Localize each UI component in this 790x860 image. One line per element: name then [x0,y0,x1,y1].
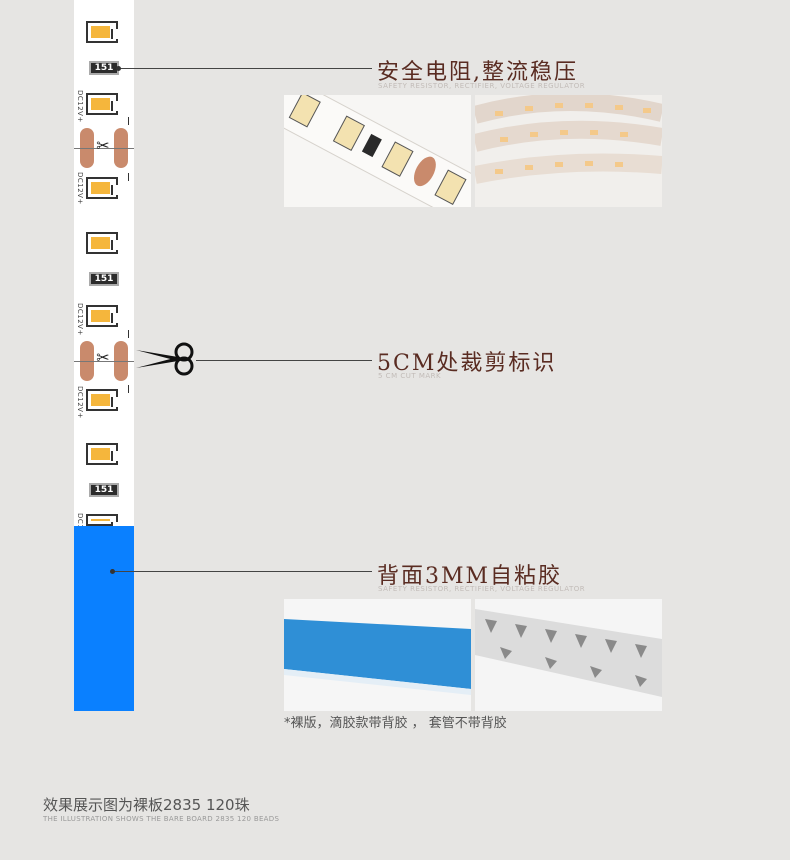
footer-subtitle: THE ILLUSTRATION SHOWS THE BARE BOARD 28… [43,815,280,823]
footer-title: 效果展示图为裸板2835 120珠 [43,796,250,814]
tick-mark [128,173,129,181]
cut-line [74,361,134,362]
tick-mark [128,117,129,125]
leader-line-resistor [118,68,372,69]
adhesive-tape-backing [74,526,134,711]
photo-blue-tape [284,599,471,711]
photo-coiled-strip [475,95,662,207]
large-scissors-icon [136,342,194,376]
tick-mark [128,385,129,393]
led-chip [86,93,118,115]
scissor-icon: ✂ [96,348,110,367]
photo-strip-closeup [284,95,471,207]
led-chip [86,514,118,532]
section-subtitle-adhesive: SAFETY RESISTOR, RECTIFIER, VOLTAGE REGU… [378,585,586,593]
dc-label: DC12V+ [76,303,84,336]
led-strip [74,0,134,526]
section-subtitle-cut-mark: 5 CM CUT MARK [378,372,442,380]
resistor: 151 [89,483,119,497]
led-chip [86,232,118,254]
leader-dot [110,569,115,574]
dc-label: DC12V+ [76,386,84,419]
led-chip [86,21,118,43]
led-chip [86,443,118,465]
photo-backing-film [475,599,662,711]
section-title-resistor: 安全电阻,整流稳压 [377,60,578,85]
resistor: 151 [89,61,119,75]
leader-dot [116,66,121,71]
leader-line-cut [196,360,372,361]
section-title-adhesive: 背面3MM自粘胶 [377,564,563,589]
cut-line [74,148,134,149]
section-title-cut-mark: 5CM处裁剪标识 [377,351,557,376]
leader-line-adhesive [112,571,372,572]
led-chip [86,305,118,327]
section-subtitle-resistor: SAFETY RESISTOR, RECTIFIER, VOLTAGE REGU… [378,82,586,90]
led-chip [86,389,118,411]
backing-note: *裸版，滴胶款带背胶 ， 套管不带背胶 [284,716,507,731]
dc-label: DC12V+ [76,90,84,123]
led-chip [86,177,118,199]
resistor: 151 [89,272,119,286]
tick-mark [128,330,129,338]
dc-label: DC12V+ [76,172,84,205]
scissor-icon: ✂ [96,136,110,155]
dc-label: DC12V+ [76,513,84,526]
